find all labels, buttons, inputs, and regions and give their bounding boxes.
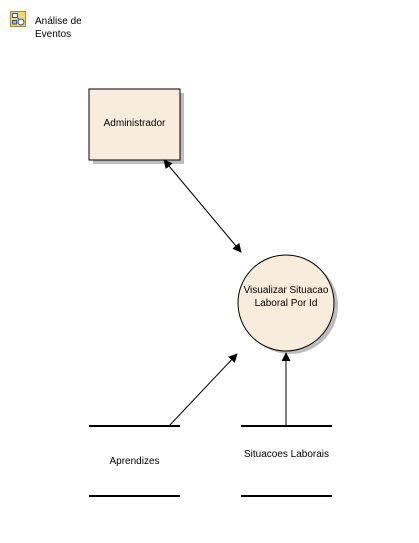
- diagram-title: Análise de Eventos: [35, 16, 82, 40]
- entity-box: [88, 88, 181, 161]
- data-store-aprendizes[interactable]: [89, 425, 180, 497]
- process-label: Visualizar Situacao Laboral Por Id: [243, 285, 329, 309]
- external-entity-administrador[interactable]: [88, 88, 184, 164]
- process-visualizar-situacao-laboral[interactable]: [237, 254, 338, 354]
- data-store-situacoes-laborais[interactable]: [241, 425, 332, 497]
- data-store-label-situacoes-laborais: Situacoes Laborais: [243, 449, 330, 460]
- diagram-icon: [10, 11, 26, 27]
- data-store-label-aprendizes: Aprendizes: [109, 456, 160, 467]
- flow-administrador-process[interactable]: [163, 159, 242, 253]
- process-circle: [237, 254, 335, 352]
- flow-aprendizes-process[interactable]: [168, 353, 238, 427]
- entity-label: Administrador: [103, 118, 166, 129]
